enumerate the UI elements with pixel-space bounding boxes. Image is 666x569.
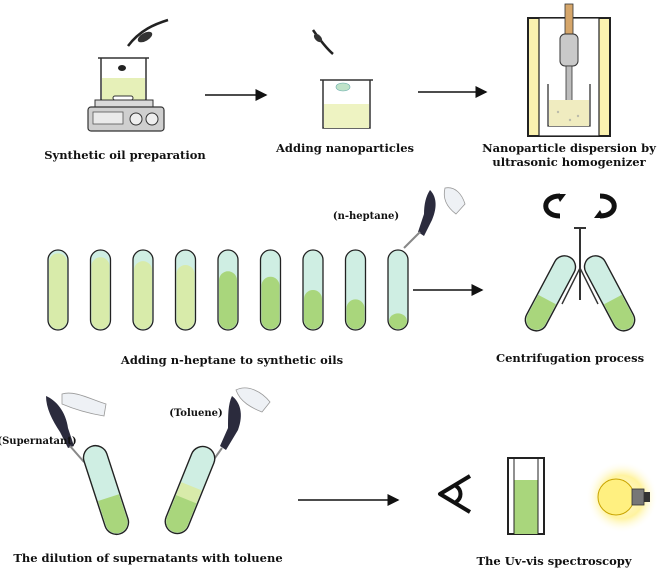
tube-liquid <box>346 299 365 329</box>
label-dispersion-line2: ultrasonic homogenizer <box>492 155 646 169</box>
beaker-nanoparticles-illustration <box>311 29 373 129</box>
annotation-n-heptane: (n-heptane) <box>333 211 399 222</box>
tube-liquid <box>219 271 237 329</box>
centrifuge-illustration <box>524 193 636 332</box>
hotplate-beaker-illustration <box>87 18 169 132</box>
test-tube <box>89 249 112 331</box>
light-bulb-icon <box>586 461 658 533</box>
label-synthetic-oil-preparation: Synthetic oil preparation <box>44 148 206 162</box>
test-tube <box>344 249 367 331</box>
label-centrifugation: Centrifugation process <box>496 351 644 365</box>
label-adding-nanoparticles: Adding nanoparticles <box>275 141 414 155</box>
label-uv-vis: The Uv-vis spectroscopy <box>477 554 632 568</box>
dilution-tube-right <box>164 445 216 535</box>
supernatant-pipette-illustration <box>46 392 107 463</box>
test-tube <box>47 249 69 331</box>
tube-liquid <box>49 253 67 329</box>
test-tube <box>132 249 154 331</box>
tube-liquid <box>91 257 110 329</box>
label-dilution: The dilution of supernatants with toluen… <box>13 551 282 565</box>
ultrasonic-homogenizer-illustration <box>527 3 611 137</box>
eye-icon <box>438 474 472 514</box>
heptane-test-tube-row <box>47 249 409 331</box>
label-adding-n-heptane: Adding n-heptane to synthetic oils <box>120 353 343 367</box>
tube-liquid <box>176 265 195 329</box>
pipette-hand-illustration <box>403 187 466 249</box>
toluene-pipette-illustration <box>211 387 271 463</box>
dilution-tube-left <box>82 444 130 536</box>
label-dispersion-line1: Nanoparticle dispersion by <box>482 141 656 155</box>
test-tube <box>217 249 239 331</box>
annotation-toluene: (Toluene) <box>169 408 223 419</box>
tube-liquid <box>304 290 322 329</box>
tube-liquid <box>261 276 280 329</box>
test-tube <box>174 249 197 331</box>
test-tube <box>387 249 409 331</box>
annotation-supernatant: (Supernatant) <box>0 436 77 447</box>
test-tube <box>302 249 324 331</box>
test-tube <box>259 249 282 331</box>
cuvette-illustration <box>507 457 545 535</box>
tube-liquid <box>389 313 407 329</box>
tube-liquid <box>134 261 152 329</box>
